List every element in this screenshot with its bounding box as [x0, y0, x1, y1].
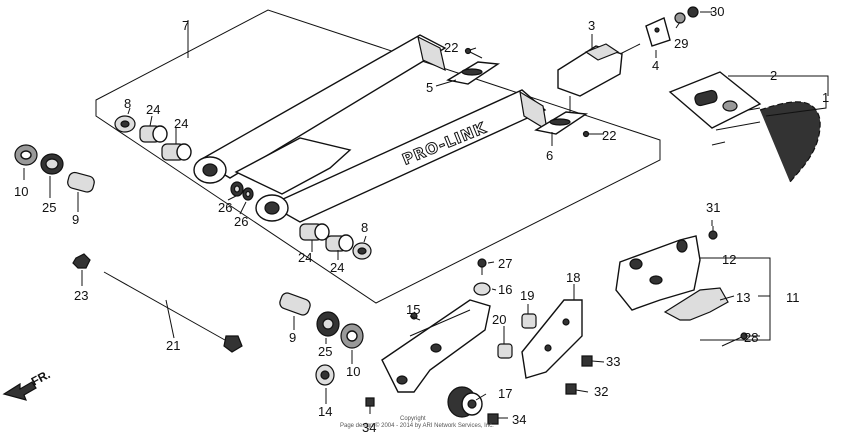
collar	[674, 12, 686, 24]
pivot-collar-9-lower	[279, 292, 311, 316]
nut	[687, 6, 699, 18]
bushing-24-a	[139, 125, 168, 143]
master-link	[668, 71, 762, 129]
bolt-34-right	[487, 413, 499, 425]
seal-10-lower	[340, 323, 364, 349]
callout-22b: 22	[602, 128, 616, 143]
callout-33: 33	[606, 354, 620, 369]
callout-24b: 24	[174, 116, 188, 131]
chain-guide	[557, 43, 641, 114]
callout-31: 31	[706, 200, 720, 215]
callout-29: 29	[674, 36, 688, 51]
bolt-22-upper	[464, 47, 483, 59]
callout-24a: 24	[146, 102, 160, 117]
bracket-12	[615, 235, 701, 311]
collar-19	[521, 313, 537, 329]
callout-10a: 10	[14, 184, 28, 199]
pivot-nut-23	[72, 253, 91, 269]
bushing-24-d	[325, 234, 354, 252]
callout-20: 20	[492, 312, 506, 327]
callout-24d: 24	[330, 260, 344, 275]
bushing-24-c	[299, 223, 330, 241]
bolt-34-left	[365, 397, 375, 407]
callout-32: 32	[594, 384, 608, 399]
callout-18: 18	[566, 270, 580, 285]
bolt-22-lower	[582, 130, 598, 138]
callout-23: 23	[74, 288, 88, 303]
callout-22a: 22	[444, 40, 458, 55]
callout-8b: 8	[361, 220, 368, 235]
callout-labels: 1 2 3 4 5 6 7 8 8 9 9 10 10 11 12 13 14 …	[14, 4, 829, 435]
callout-28: 28	[744, 330, 758, 345]
bolt-33	[581, 355, 593, 367]
copyright-line: Copyright	[400, 416, 426, 422]
callout-7: 7	[182, 18, 189, 33]
chain-guide-plate-18	[521, 299, 583, 379]
front-direction-indicator: FR.	[2, 367, 52, 401]
callout-25a: 25	[42, 200, 56, 215]
swingarm-assembly-outline	[95, 9, 661, 304]
callout-25b: 25	[318, 344, 332, 359]
callout-9a: 9	[72, 212, 79, 227]
guard-13	[663, 287, 729, 321]
callout-9b: 9	[289, 330, 296, 345]
callout-21: 21	[166, 338, 180, 353]
leader-lines	[23, 11, 829, 419]
callout-27: 27	[498, 256, 512, 271]
bearing-25-left	[40, 153, 64, 175]
callout-34a: 34	[362, 420, 376, 435]
callout-1: 1	[822, 90, 829, 105]
callout-3: 3	[588, 18, 595, 33]
roller-17	[447, 386, 483, 418]
drive-chain	[711, 101, 821, 183]
bolt-31	[708, 226, 718, 240]
callout-5: 5	[426, 80, 433, 95]
callout-13: 13	[736, 290, 750, 305]
collar-20	[497, 343, 513, 359]
screw-27	[477, 258, 487, 275]
callout-16: 16	[498, 282, 512, 297]
bearing-25-lower	[316, 311, 340, 337]
callout-8a: 8	[124, 96, 131, 111]
bushing-24-b	[161, 143, 192, 161]
callout-11: 11	[786, 290, 800, 305]
callout-10b: 10	[346, 364, 360, 379]
callout-17: 17	[498, 386, 512, 401]
pivot-collar-9-left	[67, 171, 95, 193]
dust-seal-8-upper	[114, 115, 136, 133]
callout-34b: 34	[512, 412, 526, 427]
chain-adjuster-right	[534, 111, 589, 135]
callout-15: 15	[406, 302, 420, 317]
callout-2: 2	[770, 68, 777, 83]
arrow-left-icon	[2, 381, 37, 401]
callout-30: 30	[710, 4, 724, 19]
callout-14: 14	[318, 404, 332, 419]
callout-6: 6	[546, 148, 553, 163]
rubber-16	[473, 282, 491, 296]
bolt-32	[565, 383, 577, 395]
chain-slider-plate	[645, 17, 671, 47]
washer-26-b	[242, 187, 254, 201]
chain-adjuster-left	[446, 61, 501, 85]
callout-12: 12	[722, 252, 736, 267]
callout-24c: 24	[298, 250, 312, 265]
callout-26b: 26	[234, 214, 248, 229]
seal-10-left	[14, 144, 38, 166]
callout-26a: 26	[218, 200, 232, 215]
dust-seal-8-lower	[352, 242, 372, 260]
washer-26-a	[230, 181, 244, 197]
callout-19: 19	[520, 288, 534, 303]
callout-4: 4	[652, 58, 659, 73]
chain-slider-15	[381, 299, 491, 393]
bearing-14	[315, 364, 335, 386]
copyright-line: Page design © 2004 - 2014 by ARI Network…	[340, 422, 494, 429]
